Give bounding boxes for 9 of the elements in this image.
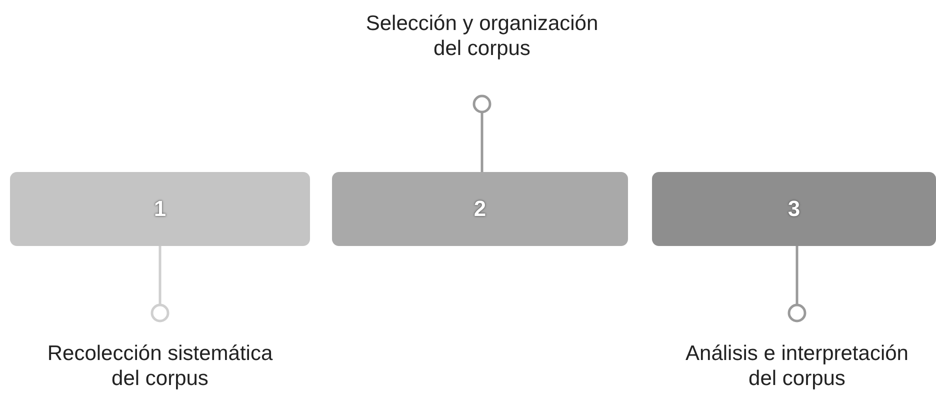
step-box bbox=[652, 172, 936, 246]
step-number: 2 bbox=[474, 196, 486, 222]
step-box bbox=[10, 172, 310, 246]
step-number: 1 bbox=[154, 196, 166, 222]
step-label: Selección y organización del corpus bbox=[364, 11, 600, 61]
step-label: Análisis e interpretación del corpus bbox=[684, 341, 910, 391]
step-number: 3 bbox=[788, 196, 800, 222]
step-label: Recolección sistemática del corpus bbox=[46, 341, 274, 391]
step-box bbox=[332, 172, 628, 246]
